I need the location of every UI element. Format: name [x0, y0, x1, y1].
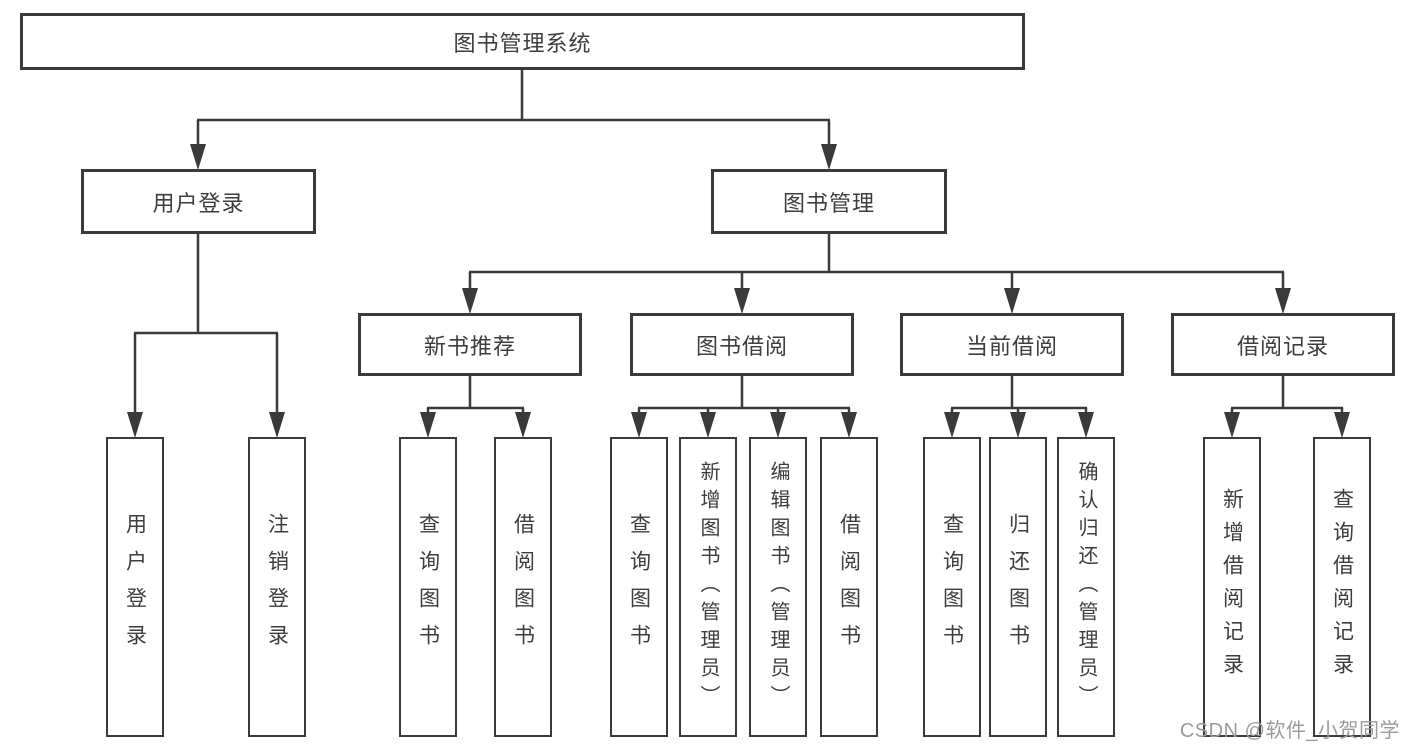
node-user-login-label: 用户登录 [152, 190, 245, 216]
node-book-borrow-label: 图书借阅 [695, 333, 788, 359]
node-borrow-records-label: 借阅记录 [1236, 333, 1329, 359]
node-new-book-recommend-label: 新书推荐 [423, 333, 516, 359]
csdn-watermark: CSDN @软件_小贺同学 [1179, 720, 1400, 742]
node-root-label: 图书管理系统 [453, 30, 592, 56]
leaf-add-books-admin-label: 新增图书（管理员） [697, 461, 719, 713]
node-book-management-label: 图书管理 [782, 190, 875, 216]
connector-book-mgmt-to-level3 [462, 234, 1291, 314]
leaf-borrow-books: 借阅图书 [820, 437, 878, 737]
node-current-borrow: 当前借阅 [900, 313, 1124, 376]
arrowhead-icon [944, 412, 960, 438]
leaf-edit-books-admin-label: 编辑图书（管理员） [767, 461, 789, 713]
arrowhead-icon [1010, 412, 1026, 438]
node-new-book-recommend: 新书推荐 [358, 313, 582, 376]
leaf-logout-label: 注销登录 [265, 513, 289, 661]
node-user-login: 用户登录 [81, 169, 316, 234]
arrowhead-icon [515, 412, 531, 438]
node-book-management: 图书管理 [711, 169, 947, 234]
leaf-logout: 注销登录 [248, 437, 306, 737]
leaf-query-books-borrow: 查询图书 [610, 437, 668, 737]
node-current-borrow-label: 当前借阅 [965, 333, 1058, 359]
connector-current-borrow-group [944, 376, 1094, 438]
arrowhead-icon [1334, 412, 1350, 438]
leaf-query-books-current-label: 查询图书 [940, 513, 964, 661]
connector-borrow-records-group [1224, 376, 1350, 438]
leaf-query-books-recommend: 查询图书 [399, 437, 457, 737]
leaf-add-books-admin: 新增图书（管理员） [679, 437, 737, 737]
leaf-query-books-current: 查询图书 [923, 437, 981, 737]
leaf-confirm-return-admin: 确认归还（管理员） [1057, 437, 1115, 737]
arrowhead-icon [269, 412, 285, 438]
node-borrow-records: 借阅记录 [1171, 313, 1395, 376]
leaf-borrow-books-label: 借阅图书 [837, 513, 861, 661]
arrowhead-icon [420, 412, 436, 438]
arrowhead-icon [190, 144, 206, 170]
leaf-user-login-label: 用户登录 [123, 513, 147, 661]
arrowhead-icon [1275, 288, 1291, 314]
node-book-borrow: 图书借阅 [630, 313, 854, 376]
arrowhead-icon [462, 288, 478, 314]
connector-book-borrow-group [631, 376, 857, 438]
connector-root-to-level2 [190, 70, 837, 170]
leaf-return-books: 归还图书 [989, 437, 1047, 737]
leaf-edit-books-admin: 编辑图书（管理员） [749, 437, 807, 737]
connector-new-books-group [420, 376, 531, 438]
leaf-borrow-books-recommend-label: 借阅图书 [511, 513, 535, 661]
leaf-query-books-borrow-label: 查询图书 [627, 513, 651, 661]
leaf-user-login: 用户登录 [106, 437, 164, 737]
arrowhead-icon [700, 412, 716, 438]
arrowhead-icon [1078, 412, 1094, 438]
arrowhead-icon [734, 288, 750, 314]
arrowhead-icon [127, 412, 143, 438]
arrowhead-icon [631, 412, 647, 438]
arrowhead-icon [841, 412, 857, 438]
arrowhead-icon [1004, 288, 1020, 314]
leaf-query-borrow-record: 查询借阅记录 [1313, 437, 1371, 737]
leaf-query-books-recommend-label: 查询图书 [416, 513, 440, 661]
leaf-add-borrow-record-label: 新增借阅记录 [1220, 488, 1244, 686]
node-root-library-system: 图书管理系统 [20, 13, 1025, 70]
leaf-borrow-books-recommend: 借阅图书 [494, 437, 552, 737]
leaf-query-borrow-record-label: 查询借阅记录 [1330, 488, 1354, 686]
leaf-return-books-label: 归还图书 [1006, 513, 1030, 661]
arrowhead-icon [1224, 412, 1240, 438]
connector-user-login-group [127, 234, 285, 438]
arrowhead-icon [821, 144, 837, 170]
leaf-add-borrow-record: 新增借阅记录 [1203, 437, 1261, 737]
leaf-confirm-return-admin-label: 确认归还（管理员） [1075, 461, 1097, 713]
arrowhead-icon [770, 412, 786, 438]
